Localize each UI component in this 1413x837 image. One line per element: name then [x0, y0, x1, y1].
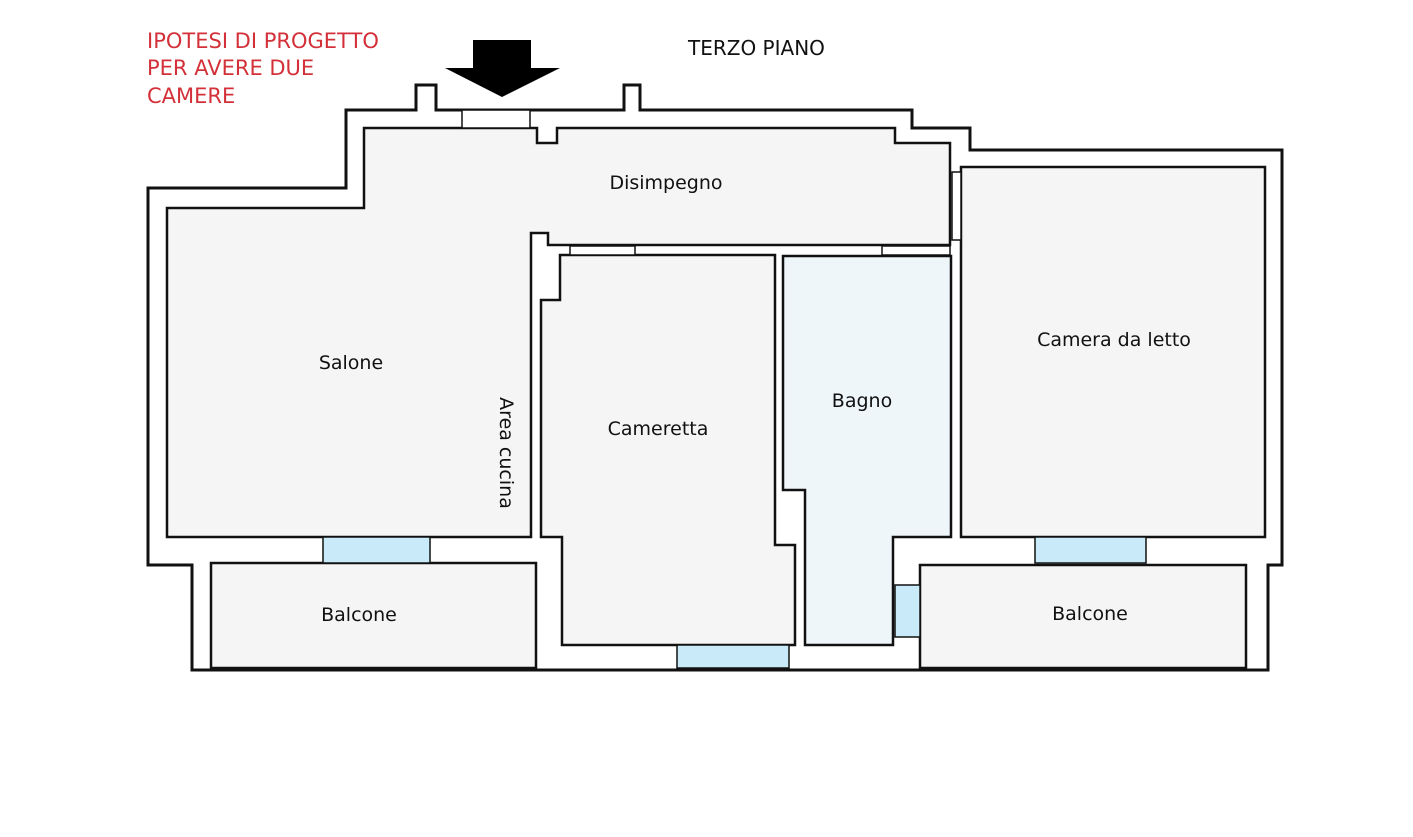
room-balcone-left [209, 561, 538, 670]
label-balcone-left: Balcone [321, 604, 397, 626]
label-area-cucina: Area cucina [495, 397, 517, 509]
entrance-door [461, 109, 531, 129]
label-salone: Salone [319, 352, 383, 374]
label-balcone-right: Balcone [1052, 603, 1128, 625]
door-cameretta [569, 245, 636, 256]
window [1034, 536, 1147, 564]
label-cameretta: Cameretta [608, 418, 709, 440]
label-camera-da-letto: Camera da letto [1037, 329, 1191, 351]
room-balcone-right [918, 563, 1248, 670]
room-bagno [781, 254, 953, 647]
annotation-line: IPOTESI DI PROGETTO [147, 29, 379, 53]
door-camera [951, 171, 962, 241]
window [676, 644, 790, 669]
annotation-line: PER AVERE DUE [147, 56, 314, 80]
window [322, 536, 431, 564]
label-disimpegno: Disimpegno [609, 172, 722, 194]
room-cameretta [539, 253, 797, 647]
annotation-line: CAMERE [147, 84, 235, 108]
arrow-down-icon [445, 40, 560, 97]
room-camera-da-letto [959, 165, 1267, 539]
room-salone-disimpegno [165, 126, 952, 539]
floor-title: TERZO PIANO [687, 36, 825, 60]
label-bagno: Bagno [832, 390, 892, 412]
window [894, 584, 921, 638]
door-bagno [881, 245, 951, 256]
